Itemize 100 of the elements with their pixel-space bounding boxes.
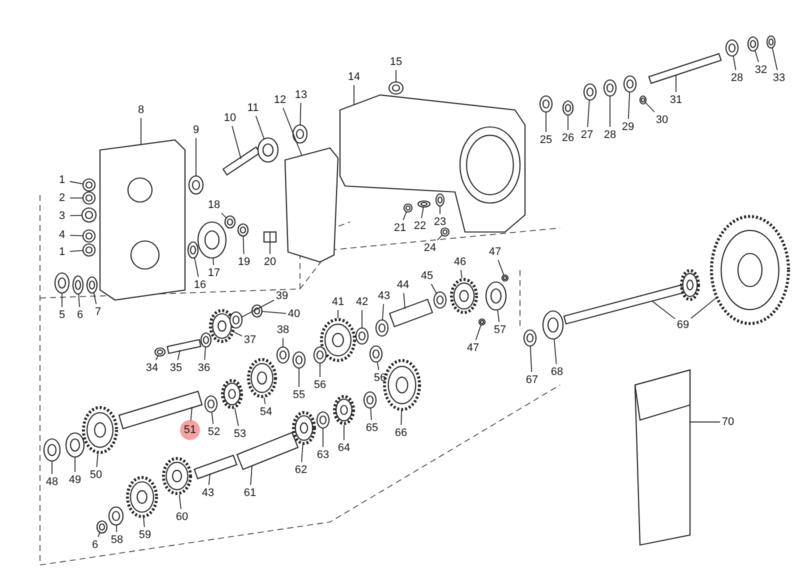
leader-line [282,108,302,156]
callout-number: 64 [336,442,352,454]
callout-number: 63 [316,449,330,461]
leader-line [232,126,242,160]
ring-part [485,281,507,311]
leader-line [234,408,239,426]
callout-number: 53 [232,428,248,440]
callout-number: 36 [196,362,212,374]
leader-line [421,206,424,218]
callout-number: 47 [466,342,480,354]
leader-line [116,524,118,532]
ring-part [82,191,96,205]
callout-number: 15 [388,56,404,68]
leader-line [70,234,84,236]
callout-number: 5 [58,309,66,321]
ring-part [363,391,377,409]
leader-line [255,116,265,140]
callout-number: 52 [206,426,222,438]
ring-part [54,272,70,294]
callout-number: 8 [136,104,146,116]
callout-number: 18 [206,199,222,211]
ring-part [747,36,759,52]
leader-line [98,532,100,538]
callout-number: 10 [222,112,238,124]
leader-line [460,270,462,279]
leader-line [177,350,180,360]
leader-line [204,346,206,360]
leader-line [74,456,76,472]
callout-number: 48 [44,476,60,488]
ring-part [82,178,96,192]
callout-number: 28 [602,129,618,141]
callout-number: 59 [138,529,152,541]
ring-part [86,276,98,294]
leader-line [208,474,210,486]
ring-part [154,347,166,357]
leader-line [382,304,384,320]
leader-line [78,293,80,308]
leader-line [403,292,406,310]
callout-number: 44 [396,279,410,291]
callout-number: 26 [560,132,576,144]
leader-line [262,310,286,314]
leader-line [772,47,778,70]
gear-wheel [292,411,316,445]
ring-part [292,351,306,369]
gear-wheel [221,379,243,409]
callout-number: 4 [58,229,66,241]
callout-number: 24 [422,242,438,254]
callout-number: 21 [392,222,408,234]
callout-number: 29 [620,121,636,133]
leader-line [497,309,500,322]
callout-number: 66 [394,427,408,439]
callout-number: 33 [772,72,786,84]
ring-part [725,39,739,57]
leader-line [96,453,98,468]
callout-number: 42 [354,296,370,308]
shaft [194,454,238,480]
ring-part [433,291,447,309]
ring-part [200,332,212,348]
ring-part [251,304,263,318]
ring-part [108,506,124,526]
ring-part [65,432,85,458]
ring-part [229,311,243,329]
callout-number: 20 [262,256,278,268]
callout-number: 16 [192,279,208,291]
ring-part [562,100,574,116]
callout-number: 32 [754,64,768,76]
callout-number: 55 [292,389,306,401]
leader-line [322,428,324,448]
leader-line [475,324,482,340]
ring-part [224,215,236,229]
callout-number: 54 [258,406,274,418]
ring-part [766,35,776,49]
ring-part [257,137,279,163]
plate [284,147,339,263]
plate [99,139,186,301]
shaft [648,53,722,84]
ring-part [355,327,369,345]
callout-number: 23 [432,216,448,228]
ring-part [96,520,108,534]
shaft [166,338,202,354]
callout-number: 38 [276,324,290,336]
ring-part [316,411,330,429]
pin [263,231,277,243]
callout-number: 39 [274,290,290,302]
ring-part [539,95,553,113]
ring-part [375,319,389,337]
leader-line [178,494,182,510]
leader-line [370,408,372,420]
callout-number: 51 [182,424,198,436]
gear-wheel [333,395,355,425]
ring-part [478,318,486,326]
ring-part [72,275,84,295]
leader-line [264,397,266,404]
callout-number: 61 [242,487,258,499]
ring-part [388,81,404,95]
ring-part [197,221,227,259]
leader-line [190,406,192,422]
ring-part [81,207,97,223]
leader-line [587,100,590,128]
callout-number: 41 [330,296,346,308]
